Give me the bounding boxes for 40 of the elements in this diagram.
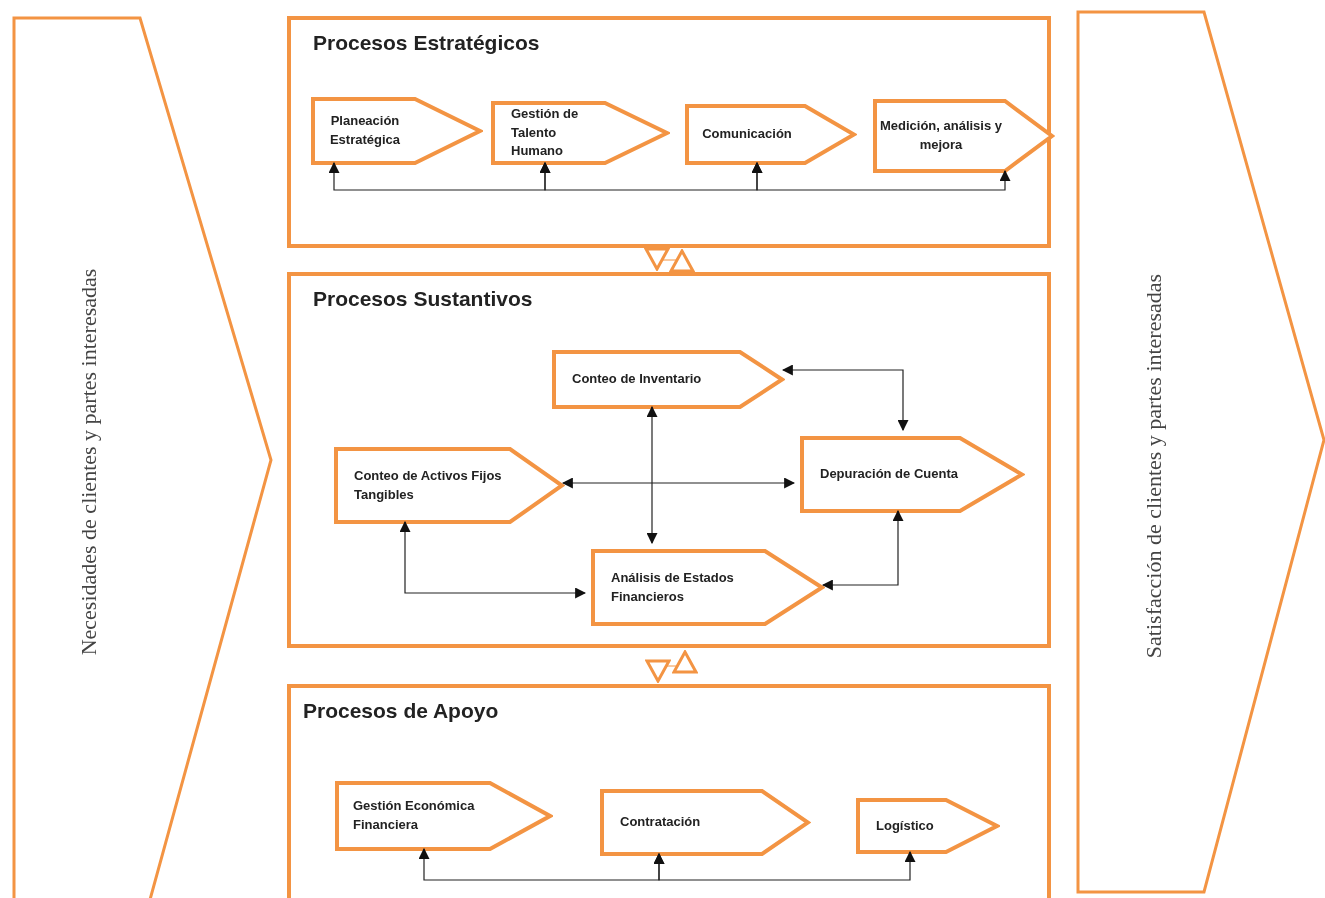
box-label: Contratación bbox=[620, 813, 701, 832]
box-label: Logístico bbox=[876, 816, 934, 835]
band-text: Necesidades de clientes y partes interesadas bbox=[75, 268, 101, 656]
box-label: Análisis de Estados Financieros bbox=[611, 568, 735, 606]
arrow bbox=[821, 509, 904, 591]
chevron-process-box bbox=[873, 99, 1055, 173]
chevron-process-box bbox=[552, 350, 785, 409]
chevron-process-box bbox=[685, 104, 857, 165]
arrow bbox=[751, 161, 1011, 191]
panel-title: Procesos Sustantivos bbox=[313, 287, 533, 310]
box-label: Gestión Económica Financiera bbox=[353, 797, 476, 834]
arrow bbox=[781, 364, 909, 432]
panel-title: Procesos de Apoyo bbox=[303, 699, 499, 722]
arrow bbox=[561, 477, 796, 489]
box-label: Conteo de Activos Fijos Tangibles bbox=[354, 466, 503, 504]
double-triangle-connector bbox=[644, 247, 695, 273]
box-label: Comunicación bbox=[702, 125, 792, 144]
band-text: Satisfacción de clientes y partes interesadas bbox=[1140, 273, 1166, 659]
chevron-process-box bbox=[311, 97, 483, 165]
double-triangle-connector bbox=[645, 650, 698, 683]
box-label: Depuración de Cuenta bbox=[820, 465, 958, 484]
chevron-process-box bbox=[334, 447, 565, 524]
arrow bbox=[653, 850, 916, 881]
process-panel bbox=[287, 272, 1051, 648]
box-label: Conteo de Inventario bbox=[572, 370, 702, 389]
chevron-process-box bbox=[491, 101, 670, 165]
box-label: Planeación Estratégica bbox=[328, 112, 402, 149]
box-label: Medición, análisis y mejora bbox=[878, 117, 1004, 154]
arrow bbox=[646, 405, 658, 545]
process-panel bbox=[287, 684, 1051, 898]
chevron-process-box bbox=[800, 436, 1025, 513]
chevron-process-box bbox=[335, 781, 553, 851]
chevron-arrow-band bbox=[1076, 10, 1325, 894]
chevron-process-box bbox=[600, 789, 811, 856]
box-label: Gestión de Talento Humano bbox=[511, 104, 580, 161]
chevron-process-box bbox=[856, 798, 1000, 854]
panel-title: Procesos Estratégicos bbox=[313, 31, 540, 54]
arrow bbox=[399, 520, 587, 599]
chevron-process-box bbox=[591, 549, 825, 626]
chevron-arrow-band bbox=[12, 16, 274, 898]
